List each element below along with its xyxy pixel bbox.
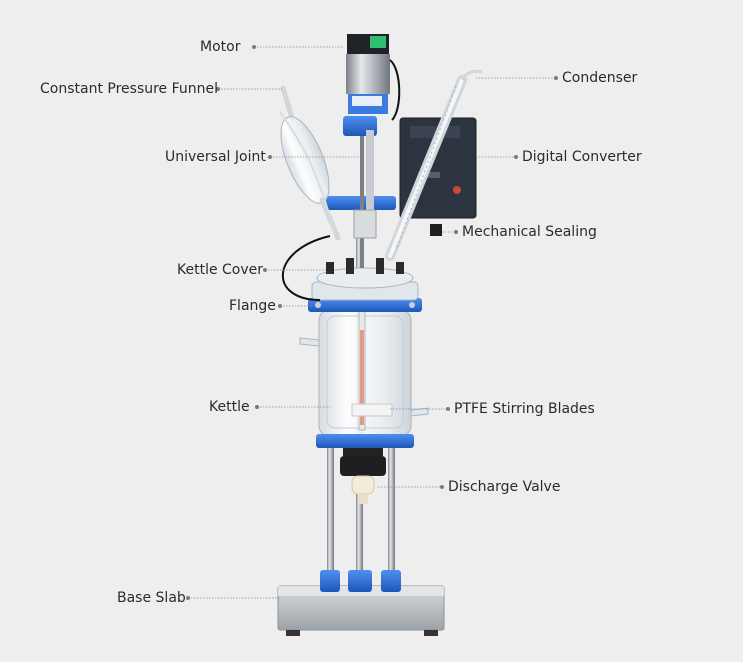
motor-graphic	[346, 34, 401, 121]
constant-pressure-funnel-graphic	[279, 85, 341, 241]
mechanical-sealing-graphic	[353, 209, 442, 239]
label-kettle: Kettle	[209, 399, 250, 415]
kettle-cover-graphic	[281, 235, 414, 301]
kettle-graphic	[299, 299, 429, 448]
label-base-slab: Base Slab	[117, 590, 186, 606]
label-motor: Motor	[200, 39, 241, 55]
label-flange: Flange	[229, 298, 276, 314]
label-mechanical-sealing: Mechanical Sealing	[462, 224, 597, 240]
label-constant-pressure-funnel: Constant Pressure Funnel	[40, 81, 219, 97]
universal-joint-graphic	[324, 116, 396, 268]
label-ptfe-stirring-blades: PTFE Stirring Blades	[454, 401, 595, 417]
base-slab-graphic	[277, 585, 445, 636]
label-discharge-valve: Discharge Valve	[448, 479, 561, 495]
label-kettle-cover: Kettle Cover	[177, 262, 264, 278]
label-digital-converter: Digital Converter	[522, 149, 642, 165]
leader-dots	[186, 45, 558, 600]
label-condenser: Condenser	[562, 70, 638, 86]
discharge-valve-graphic	[340, 446, 386, 504]
condenser-graphic	[385, 69, 483, 261]
label-universal-joint: Universal Joint	[165, 149, 266, 165]
leader-lines	[188, 46, 556, 599]
